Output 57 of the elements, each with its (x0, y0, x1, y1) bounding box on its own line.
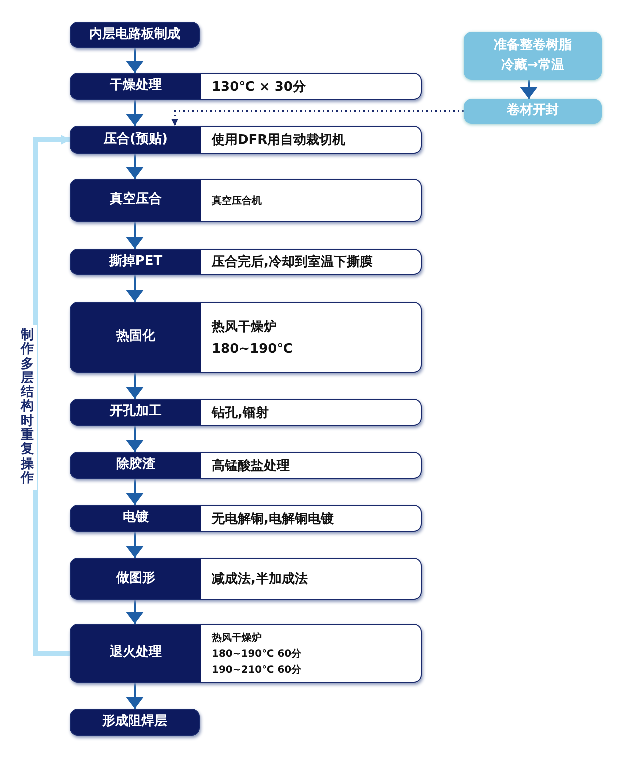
step-label: 撕掉PET (109, 252, 163, 271)
process-box (70, 558, 422, 600)
step-label: 冷藏→常温 (502, 57, 564, 75)
step-detail: 高锰酸盐处理 (212, 458, 291, 474)
process-box (70, 73, 422, 100)
step-label: 内层电路板制成 (90, 26, 180, 44)
step-detail: 180~190℃ 60分 (212, 648, 303, 660)
process-box (70, 302, 422, 373)
flow-arrow (126, 532, 144, 558)
flow-arrow (126, 154, 144, 179)
step-detail: 减成法,半加成法 (212, 571, 309, 588)
flow-arrow (126, 48, 144, 73)
step-detail: 真空压合机 (212, 194, 263, 208)
step-label: 除胶渣 (116, 456, 156, 474)
process-box (70, 249, 422, 275)
process-box (464, 99, 602, 124)
process-box (70, 709, 200, 736)
flow-arrow (126, 100, 144, 126)
connector-arrow (172, 110, 464, 126)
step-detail: 180~190℃ (212, 342, 294, 357)
step-label: 形成阻焊层 (102, 713, 168, 732)
step-label: 干燥处理 (110, 77, 162, 96)
process-box (70, 126, 422, 154)
step-label: 退火处理 (110, 644, 162, 662)
flow-arrow (126, 479, 144, 505)
edge-label: 制作多层结构时重复操作 (18, 325, 37, 490)
flow-arrow (126, 426, 144, 452)
step-detail: 热风干燥炉 (212, 318, 278, 336)
flow-arrow (126, 222, 144, 249)
process-box (464, 32, 602, 80)
process-box (70, 399, 422, 426)
process-box (70, 624, 422, 683)
flow-arrow (126, 373, 144, 399)
step-label: 真空压合 (110, 190, 162, 210)
step-label: 电镀 (123, 509, 149, 528)
process-box (70, 452, 422, 479)
step-detail: 190~210℃ 60分 (212, 664, 303, 676)
step-detail: 使用DFR用自动裁切机 (212, 132, 347, 149)
process-box (70, 505, 422, 532)
flow-arrow (520, 80, 538, 99)
step-detail: 压合完后,冷却到室温下撕膜 (212, 254, 374, 271)
process-box (70, 22, 200, 48)
flow-arrow (126, 683, 144, 709)
step-label: 热固化 (116, 328, 156, 346)
step-detail: 热风干燥炉 (212, 631, 263, 644)
step-label: 准备整卷树脂 (494, 36, 572, 55)
step-label: 压合(预贴) (104, 130, 168, 149)
flow-arrow (126, 600, 144, 624)
step-detail: 钻孔,镭射 (212, 404, 270, 422)
step-label: 卷材开封 (507, 102, 559, 120)
step-label: 开孔加工 (110, 403, 162, 422)
flow-arrow (126, 275, 144, 302)
process-box (70, 179, 422, 222)
step-label: 做图形 (116, 570, 156, 588)
step-detail: 130℃ × 30分 (212, 78, 307, 96)
step-detail: 无电解铜,电解铜电镀 (212, 510, 335, 528)
connector-arrow (34, 135, 71, 656)
